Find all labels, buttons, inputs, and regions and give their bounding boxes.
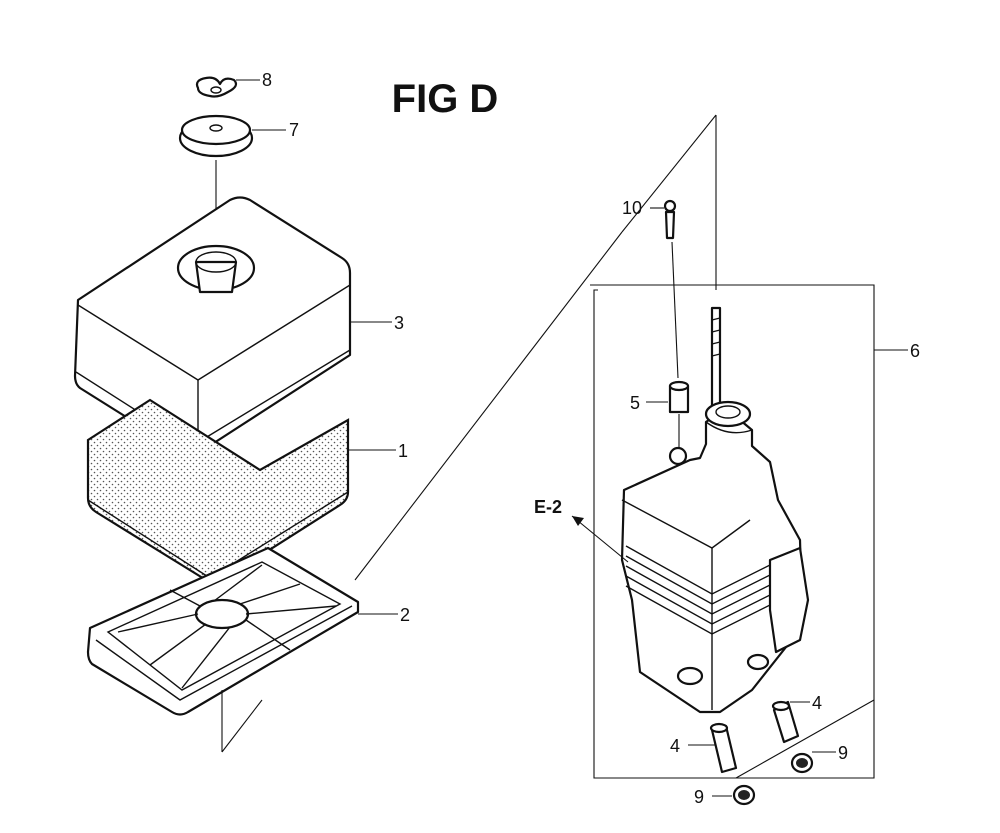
reference-label: E-2 bbox=[534, 497, 562, 517]
bolt-part bbox=[663, 199, 677, 240]
air-cleaner-cover-part bbox=[73, 196, 352, 457]
bracket-lower-left bbox=[221, 699, 263, 753]
connector-lower-right bbox=[735, 699, 875, 779]
connector-long-left bbox=[354, 231, 623, 581]
callout-7: 7 bbox=[289, 120, 299, 140]
tube-part-right bbox=[771, 700, 800, 744]
assembly-bracket-6 bbox=[590, 284, 875, 779]
callout-8: 8 bbox=[262, 70, 272, 90]
nut-part-right bbox=[790, 752, 814, 774]
air-cleaner-elbow-part bbox=[620, 400, 810, 714]
callout-3: 3 bbox=[394, 313, 404, 333]
base-plate-part bbox=[86, 546, 360, 716]
callout-2: 2 bbox=[400, 605, 410, 625]
cover-cap-part bbox=[178, 114, 254, 158]
leader-e2 bbox=[571, 515, 629, 563]
callout-4-left: 4 bbox=[670, 736, 680, 756]
stud-part bbox=[710, 306, 722, 410]
arrow-e2-icon bbox=[572, 516, 584, 526]
callout-4-right: 4 bbox=[812, 693, 822, 713]
callout-9-right: 9 bbox=[838, 743, 848, 763]
callout-6: 6 bbox=[910, 341, 920, 361]
callout-1: 1 bbox=[398, 441, 408, 461]
figure-title: FIG D bbox=[392, 77, 499, 121]
collar-part bbox=[668, 380, 690, 414]
wing-nut-part bbox=[195, 76, 238, 98]
nut-part-left bbox=[732, 784, 756, 806]
callout-10: 10 bbox=[622, 198, 642, 218]
tube-part-left bbox=[709, 722, 738, 774]
bolt-axis bbox=[671, 241, 679, 379]
connector-upper bbox=[621, 114, 717, 233]
callout-9-left: 9 bbox=[694, 787, 704, 807]
callout-5: 5 bbox=[630, 393, 640, 413]
